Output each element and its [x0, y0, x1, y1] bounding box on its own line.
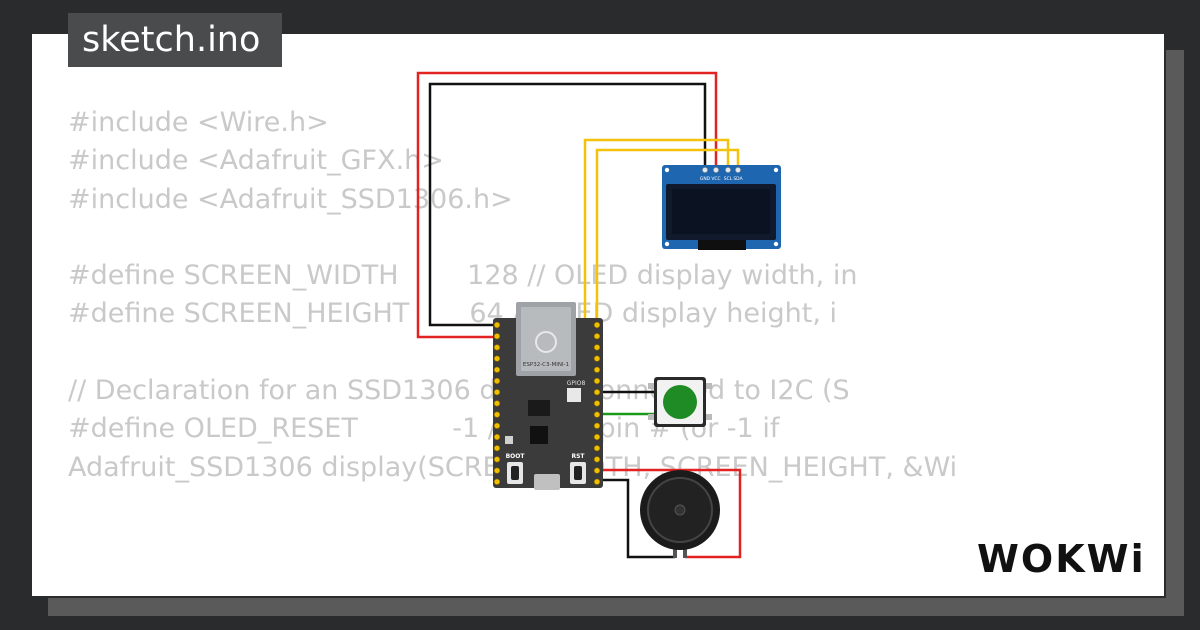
wire-buzzer-gnd[interactable]: [597, 478, 675, 559]
header-pin[interactable]: [493, 377, 501, 385]
usb-chip: [530, 426, 548, 444]
espressif-logo-icon: [535, 331, 557, 353]
buzzer[interactable]: [640, 470, 720, 558]
header-pin[interactable]: [493, 467, 501, 474]
header-pin[interactable]: [593, 366, 601, 373]
code-line: #define SCREEN_WIDTH 128 // OLED display…: [68, 260, 858, 292]
code-line: #include <Adafruit_GFX.h>: [68, 145, 444, 177]
header-pin[interactable]: [493, 433, 501, 441]
header-pin[interactable]: [493, 389, 501, 396]
header-pin[interactable]: [593, 344, 601, 351]
header-pin[interactable]: [593, 467, 601, 474]
mount-hole: [773, 167, 779, 173]
header-pin[interactable]: [593, 456, 601, 463]
header-pin[interactable]: [493, 366, 501, 373]
oled-pin-label: SDA: [733, 176, 743, 182]
header-pin[interactable]: [493, 411, 501, 418]
header-pin[interactable]: [593, 400, 601, 407]
oled-pin-label: SCL: [724, 176, 733, 182]
wire-buzzer-signal[interactable]: [597, 468, 742, 559]
usb-port: [534, 474, 560, 490]
wire-sda[interactable]: [595, 148, 740, 382]
code-line: #include <Adafruit_SSD1306.h>: [68, 183, 513, 215]
power-led: [505, 436, 513, 444]
mount-hole: [664, 241, 670, 247]
right-pin-header: [593, 321, 601, 485]
boot-label: BOOT: [506, 453, 526, 460]
oled-pin: [702, 167, 708, 173]
gpio-label: GPIO8: [567, 380, 586, 387]
file-tab[interactable]: sketch.ino: [68, 13, 283, 67]
mount-hole: [773, 241, 779, 247]
button-leg: [648, 383, 658, 389]
module-shield: [521, 307, 571, 371]
header-pin[interactable]: [493, 321, 501, 329]
header-pin[interactable]: [593, 389, 601, 396]
button-leg: [702, 414, 712, 420]
oled-pin: [735, 167, 741, 173]
header-pin[interactable]: [493, 456, 501, 463]
oled-display[interactable]: GND VCC SCL SDA: [662, 165, 781, 250]
oled-pin: [725, 167, 731, 173]
left-pin-header: [493, 321, 501, 485]
header-pin[interactable]: [593, 333, 601, 340]
header-pin[interactable]: [493, 333, 501, 340]
mount-hole: [664, 167, 670, 173]
button-leg: [648, 414, 658, 420]
header-pin[interactable]: [593, 422, 601, 429]
button-leg: [702, 383, 712, 389]
oled-screen: [672, 189, 770, 234]
oled-pin-label: GND: [700, 176, 711, 182]
wokwi-logo[interactable]: WOKWi: [975, 534, 1155, 582]
reset-button-cap: [574, 466, 582, 480]
boot-button-cap: [511, 466, 519, 480]
header-pin[interactable]: [593, 478, 601, 485]
rst-label: RST: [571, 453, 585, 460]
header-pin[interactable]: [593, 433, 601, 441]
wokwi-logo-text: WOKWi: [977, 537, 1146, 581]
header-pin[interactable]: [493, 422, 501, 429]
header-pin[interactable]: [493, 344, 501, 351]
chip-label: ESP32-C3-MINI-1: [523, 362, 569, 368]
regulator: [528, 400, 550, 416]
header-pin[interactable]: [493, 400, 501, 407]
oled-pin: [713, 167, 719, 173]
code-line: #include <Wire.h>: [68, 107, 329, 138]
header-pin[interactable]: [593, 411, 601, 418]
buzzer-hole: [674, 504, 686, 516]
header-pin[interactable]: [593, 377, 601, 385]
esp32-c3-board[interactable]: ESP32-C3-MINI-1 GPIO8 BOOT RST: [493, 302, 603, 490]
pushbutton[interactable]: [648, 377, 712, 427]
header-pin[interactable]: [493, 478, 501, 485]
oled-pin-label: VCC: [711, 176, 720, 182]
wire-gnd[interactable]: [428, 82, 707, 327]
oled-ribbon: [698, 240, 746, 250]
header-pin[interactable]: [593, 355, 601, 362]
header-pin[interactable]: [593, 445, 601, 452]
rgb-led: [567, 388, 581, 402]
code-line: #define SCREEN_HEIGHT 64 // OLED display…: [68, 298, 837, 330]
header-pin[interactable]: [493, 445, 501, 452]
header-pin[interactable]: [493, 355, 501, 362]
button-cap[interactable]: [663, 385, 697, 419]
header-pin[interactable]: [593, 321, 601, 329]
wire-vcc[interactable]: [416, 71, 718, 339]
